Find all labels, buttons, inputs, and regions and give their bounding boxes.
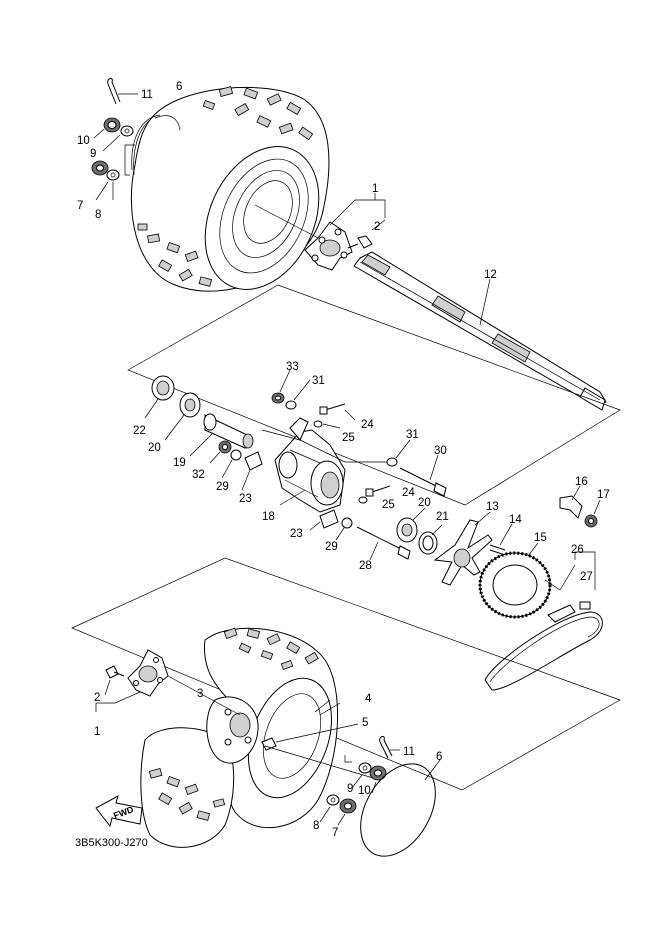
callout-label: 7 [77, 200, 83, 212]
callout-label: 32 [192, 469, 205, 481]
axle-icon [353, 251, 607, 411]
callout-label: 12 [484, 269, 497, 281]
top-wheel-assembly [91, 77, 607, 411]
callout-label: 25 [382, 499, 395, 511]
bottom-wheel-assembly [95, 627, 441, 857]
callout-label: 20 [148, 442, 161, 454]
callout-label: 2 [374, 221, 380, 233]
callout-label: 30 [434, 445, 447, 457]
callout-label: 21 [436, 511, 449, 523]
callout-label: 33 [286, 361, 299, 373]
middle-assembly-plane [127, 284, 621, 506]
callout-label: 20 [418, 497, 431, 509]
callout-label: 5 [362, 717, 368, 729]
callout-label: 11 [403, 746, 415, 758]
hub-icon [304, 221, 353, 271]
callout-label: 7 [332, 827, 338, 839]
callout-label: 1 [372, 183, 378, 195]
callout-label: 6 [436, 751, 442, 763]
callout-label: 31 [312, 375, 325, 387]
callout-label: 13 [486, 501, 499, 513]
callout-label: 14 [509, 514, 522, 526]
callout-label: 11 [141, 89, 153, 101]
callout-numbers: 11 6 10 9 7 8 1 2 12 33 31 22 20 24 25 3… [77, 81, 610, 839]
callout-label: 9 [347, 783, 353, 795]
callout-label: 26 [571, 544, 584, 556]
hub-icon [127, 649, 169, 697]
forward-arrow-icon: FWD [95, 794, 143, 828]
callout-label: 6 [176, 81, 182, 93]
callout-label: 28 [359, 560, 372, 572]
callout-label: 29 [325, 541, 338, 553]
callout-label: 31 [406, 429, 419, 441]
callout-label: 27 [580, 571, 593, 583]
callout-label: 15 [534, 532, 547, 544]
callout-label: 22 [133, 425, 146, 437]
callout-label: 8 [313, 820, 319, 832]
callout-label: 19 [173, 457, 186, 469]
callout-label: 23 [290, 528, 303, 540]
axle-housing-assembly [144, 369, 601, 619]
chain-icon [484, 601, 603, 691]
callout-label: 23 [239, 493, 252, 505]
sprocket-hub-icon [433, 519, 493, 586]
callout-label: 2 [94, 692, 100, 704]
callout-label: 17 [597, 489, 610, 501]
sprocket-icon [478, 551, 552, 619]
callout-label: 3 [197, 688, 203, 700]
callout-label: 16 [575, 476, 588, 488]
castle-nut-icon [103, 117, 121, 133]
callout-label: 18 [262, 511, 275, 523]
callout-label: 24 [361, 419, 374, 431]
callout-label: 10 [358, 785, 371, 797]
callout-label: 24 [402, 487, 415, 499]
callout-label: 8 [95, 209, 101, 221]
callout-label: 1 [94, 726, 100, 738]
axle-housing-icon [274, 417, 346, 513]
callout-label: 4 [365, 693, 372, 705]
callout-label: 29 [216, 481, 229, 493]
callout-label: 9 [90, 148, 96, 160]
callout-label: 10 [77, 135, 90, 147]
callout-label: 25 [342, 432, 355, 444]
diagram-code: 3B5K300-J270 [75, 837, 148, 849]
